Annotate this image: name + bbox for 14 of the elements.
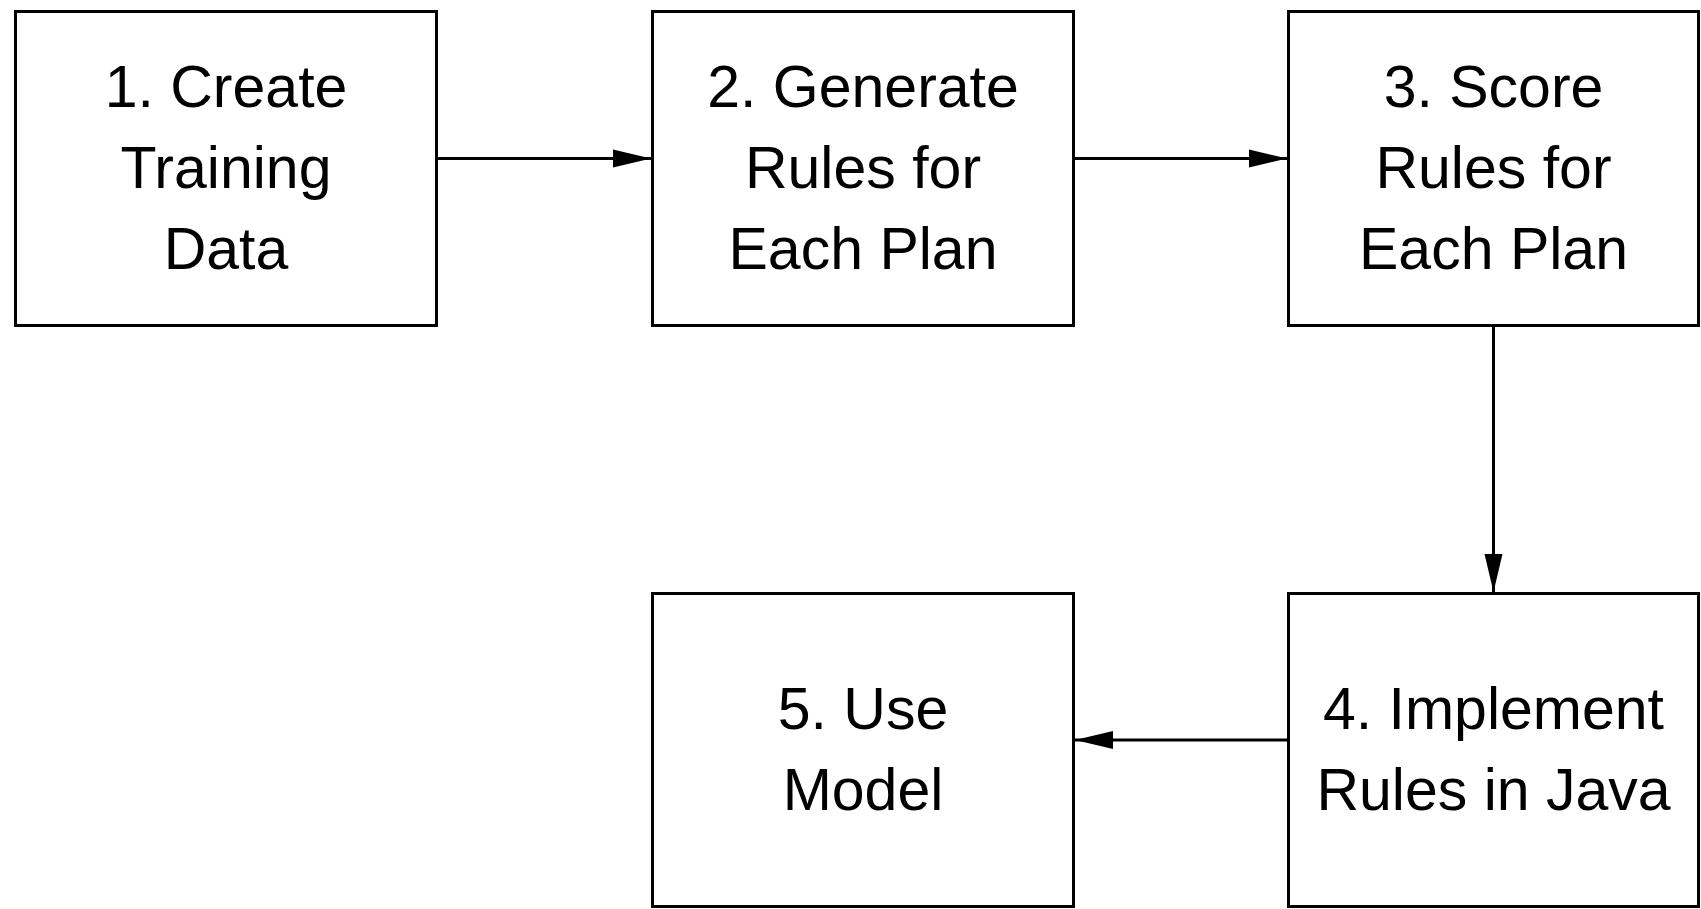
process-box — [1287, 592, 1700, 908]
arrow — [1075, 731, 1287, 749]
arrow — [438, 149, 651, 168]
arrow — [1484, 327, 1503, 592]
step-label: 3. Score Rules for Each Plan — [1358, 53, 1629, 284]
step-label: 5. Use Model — [776, 675, 950, 825]
step-label: 1. Create Training Data — [103, 53, 349, 284]
arrow — [1075, 149, 1287, 168]
process-box — [651, 10, 1075, 327]
process-box — [651, 592, 1075, 908]
step-label: 4. Implement Rules in Java — [1315, 675, 1672, 825]
process-box — [1287, 10, 1700, 327]
step-label: 2. Generate Rules for Each Plan — [706, 53, 1020, 284]
process-box — [14, 10, 438, 327]
